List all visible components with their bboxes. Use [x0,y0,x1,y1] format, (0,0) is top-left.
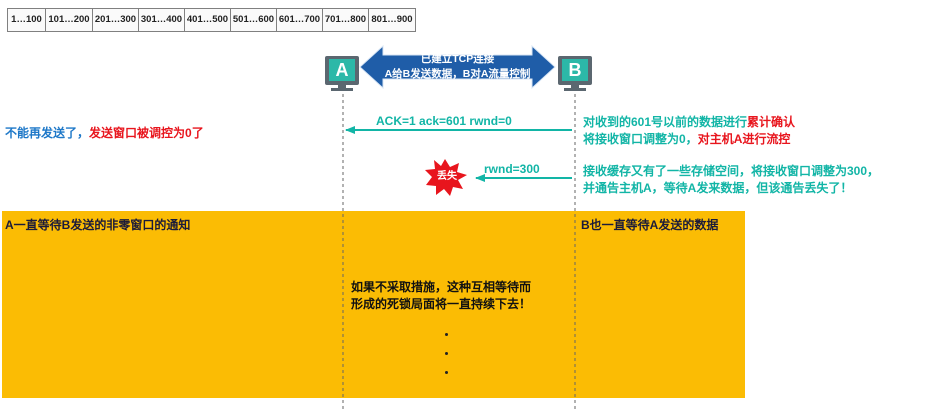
host-b-ack-note-line1: 对收到的601号以前的数据进行累计确认 [583,114,795,130]
deadlock-note-line1: 如果不采取措施，这种互相等待而 [351,280,532,294]
continuation-dot [445,352,448,355]
ack-rwnd0-label: ACK=1 ack=601 rwnd=0 [376,114,512,128]
window-zero-note-red: 对主机A进行流控 [697,132,791,146]
host-b-wait-text: B也一直等待A发送的数据 [581,218,719,232]
connection-line1: 已建立TCP连接 [420,53,495,65]
seq-cell: 1…100 [8,9,46,31]
sequence-number-buffer: 1…100 101…200 201…300 301…400 401…500 50… [7,8,416,32]
host-b-rwnd300-note-line1: 接收缓存又有了一些存储空间，将接收窗口调整为300， [583,164,880,178]
seq-cell: 201…300 [93,9,139,31]
host-a-stop-note-blue: 不能再发送了， [5,126,90,140]
connection-double-arrow [359,44,556,90]
seq-cell: 601…700 [277,9,323,31]
host-a-wait-text: A一直等待B发送的非零窗口的通知 [5,218,191,232]
seq-cell: 401…500 [185,9,231,31]
host-a-stop-note-red: 发送窗口被调控为0了 [89,126,204,140]
window-zero-note-teal: 将接收窗口调整为0， [583,132,698,146]
host-b-rwnd300-note-line2: 并通告主机A，等待A发来数据，但该通告丢失了！ [583,181,853,195]
host-a-label: A [335,60,349,80]
rwnd300-label: rwnd=300 [484,162,540,176]
seq-cell: 301…400 [139,9,185,31]
continuation-dot [445,333,448,336]
continuation-dot [445,371,448,374]
ack-note-teal: 对收到的601号以前的数据进行 [583,115,748,129]
deadlock-wait-region [2,211,745,398]
seq-cell: 701…800 [323,9,369,31]
connection-line2: A给B发送数据，B对A流量控制 [384,68,531,80]
connection-label: 已建立TCP连接 A给B发送数据，B对A流量控制 [383,53,532,80]
ack-note-red: 累计确认 [747,115,796,129]
host-b-ack-note-line2: 将接收窗口调整为0，对主机A进行流控 [583,131,790,147]
seq-cell: 501…600 [231,9,277,31]
lost-badge-label: 丢失 [437,171,457,182]
host-a-stop-note: 不能再发送了，发送窗口被调控为0了 [5,125,204,141]
host-b-label: B [568,60,582,80]
host-a-computer-icon [325,56,359,91]
lost-burst-icon [425,159,467,196]
seq-cell: 101…200 [46,9,93,31]
host-b-computer-icon [558,56,592,91]
deadlock-note-line2: 形成的死锁局面将一直持续下去！ [351,297,532,311]
seq-cell: 801…900 [369,9,415,31]
